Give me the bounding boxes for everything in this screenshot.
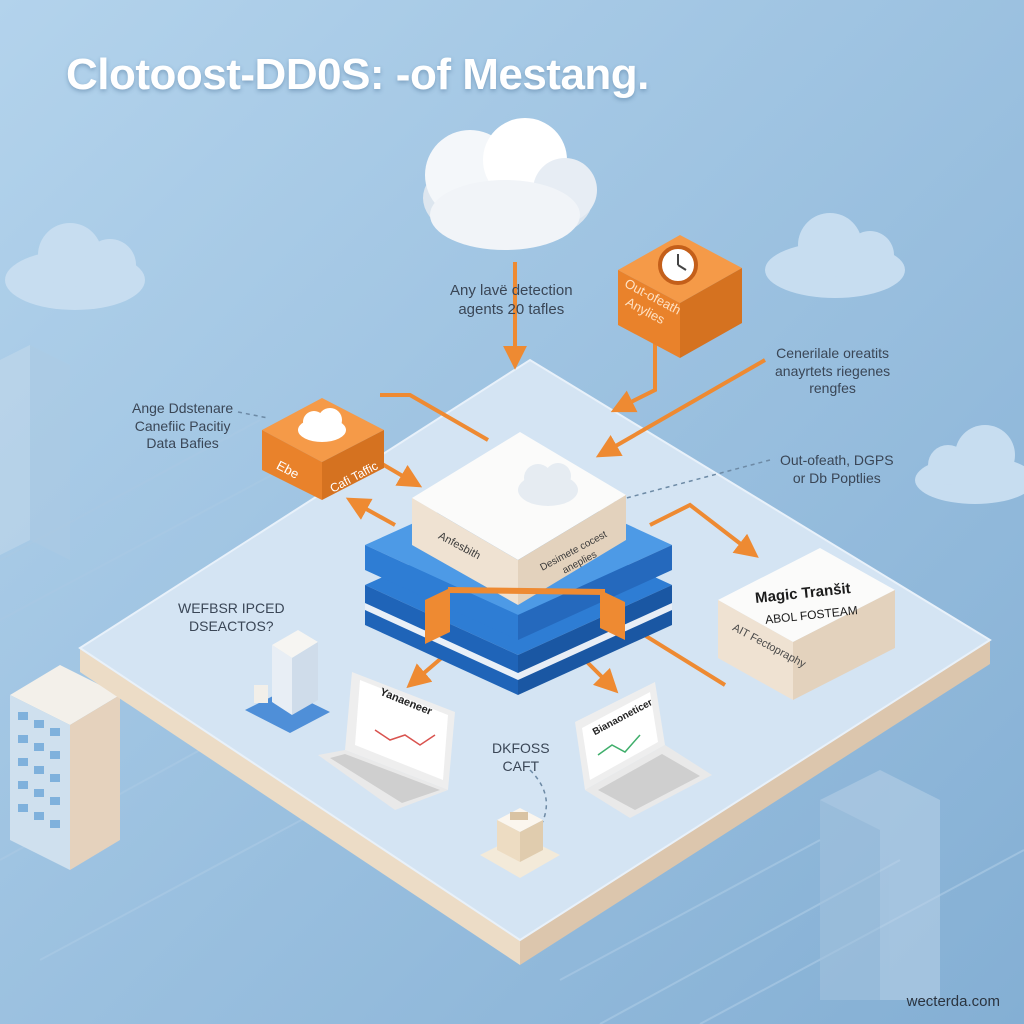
laptop-right	[575, 682, 712, 818]
cloud-bg-right	[765, 213, 905, 298]
arrow-hub-to-magic	[649, 502, 759, 558]
cloud-icon	[298, 408, 346, 442]
magic-transit-box	[718, 548, 895, 700]
chart-line-icon	[374, 729, 436, 746]
chart-line-icon	[597, 734, 641, 756]
dashed-leader-right	[599, 459, 771, 506]
background-building-left	[0, 345, 70, 560]
device-bottom	[480, 808, 560, 878]
cloud-icon	[518, 463, 578, 506]
building-left	[10, 665, 120, 870]
orange-box-left	[262, 398, 384, 500]
laptop-left	[318, 672, 455, 810]
building-small	[245, 630, 330, 733]
cloud-bg-far-right	[915, 425, 1024, 504]
arrow-note-right	[595, 358, 766, 458]
background-building-right	[820, 770, 940, 1000]
watermark: wecterda.com	[906, 993, 1000, 1010]
orange-box-right	[618, 235, 742, 358]
cloud-top	[423, 118, 597, 250]
dashed-leader-left	[237, 411, 269, 419]
central-hub	[365, 432, 672, 695]
arrow-orange-right-down	[610, 330, 657, 413]
page-title: Clotoost-DD0S: -of Mestang.	[66, 50, 649, 99]
cloud-bg-left	[5, 223, 145, 310]
arrow-hub-to-left	[345, 497, 396, 527]
arrow-left-top	[380, 393, 489, 442]
